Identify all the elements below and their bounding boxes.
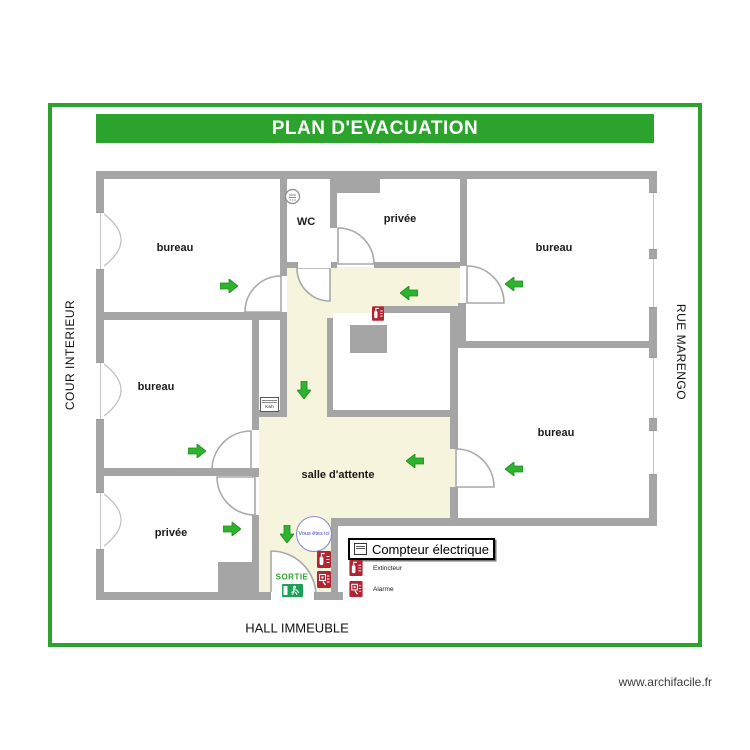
wall-waiting-right-upper bbox=[450, 417, 458, 449]
legend-meter-box: Compteur électrique bbox=[348, 538, 495, 560]
wall-corridor-right bbox=[327, 318, 333, 412]
wall-closet-bottom bbox=[252, 410, 287, 417]
waiting-room-floor bbox=[259, 417, 455, 518]
evac-arrow-down-icon bbox=[297, 381, 311, 399]
legend-meter-label: Compteur électrique bbox=[371, 541, 489, 557]
wall-inner-room-bottom bbox=[327, 410, 458, 417]
wall-mid-vertical-a bbox=[252, 320, 259, 430]
window-right-4 bbox=[649, 430, 657, 475]
window-right-3 bbox=[649, 357, 657, 419]
legend-alarm-row: Alarme bbox=[347, 581, 394, 597]
room-label-bureau-mid-left: bureau bbox=[137, 381, 175, 393]
door-wc bbox=[296, 267, 331, 302]
alarm-icon bbox=[317, 571, 331, 588]
wall-inner-room-right bbox=[450, 313, 458, 417]
extinguisher-icon bbox=[372, 306, 384, 321]
wall-bureau-tr-left bbox=[460, 171, 467, 266]
door-bureau-bottom-right bbox=[455, 448, 495, 488]
window-left-3 bbox=[96, 492, 104, 550]
wall-divider-right bbox=[458, 341, 657, 348]
door-privee-bottom bbox=[216, 476, 256, 516]
wall-wc-right bbox=[330, 171, 337, 228]
wall-block-top bbox=[335, 173, 380, 193]
door-privee-top bbox=[337, 227, 375, 265]
wall-privee-top-bottom bbox=[374, 262, 460, 268]
room-label-bureau-bottom-right: bureau bbox=[537, 427, 575, 439]
evac-arrow-left-icon bbox=[505, 462, 523, 476]
you-are-here-label: Vous êtes ici bbox=[298, 531, 330, 537]
window-left-1 bbox=[96, 212, 104, 270]
wall-outer-bottom-right bbox=[333, 518, 657, 526]
exit-sign-icon bbox=[282, 584, 303, 597]
corridor-floor-mid bbox=[287, 313, 333, 417]
alarm-icon bbox=[349, 581, 363, 597]
wall-waiting-right-lower bbox=[450, 487, 458, 526]
you-are-here-marker: Vous êtes ici bbox=[296, 516, 332, 552]
extinguisher-icon bbox=[317, 551, 331, 568]
wall-wc-left bbox=[280, 171, 287, 276]
plan-frame bbox=[48, 103, 702, 647]
label-cour-interieur: COUR INTERIEUR bbox=[63, 299, 77, 411]
window-swing-1 bbox=[103, 213, 122, 267]
wall-outer-right bbox=[649, 171, 657, 526]
wall-mid-vertical-c bbox=[252, 515, 259, 600]
door-bureau-mid-left bbox=[211, 430, 252, 471]
room-label-privee-bottom-left: privée bbox=[154, 527, 188, 539]
window-swing-3 bbox=[103, 493, 122, 547]
wall-corridor-strip-bottom bbox=[383, 306, 460, 313]
meter-line bbox=[262, 402, 277, 403]
room-label-wc: WC bbox=[296, 216, 316, 228]
extinguisher-icon bbox=[349, 560, 363, 576]
room-label-bureau-top-right: bureau bbox=[535, 242, 573, 254]
room-label-privee-top: privée bbox=[383, 213, 417, 225]
legend-extinguisher-label: Extincteur bbox=[373, 564, 402, 572]
label-rue-marengo: RUE MARENGO bbox=[674, 303, 688, 401]
legend-meter-icon bbox=[354, 543, 367, 555]
wc-door-opening bbox=[297, 262, 332, 268]
room-label-bureau-top-left: bureau bbox=[156, 242, 194, 254]
evac-arrow-left-icon bbox=[505, 277, 523, 291]
wall-divider-1 bbox=[96, 312, 287, 320]
wall-divider-2 bbox=[96, 468, 259, 476]
electric-meter-icon: Kwh bbox=[260, 397, 279, 412]
wall-exit-right bbox=[331, 518, 338, 600]
legend-extinguisher-row: Extincteur bbox=[347, 560, 402, 576]
wall-block-inner bbox=[350, 325, 387, 353]
wall-bureau-tr-left-lower bbox=[458, 303, 466, 348]
meter-label: Kwh bbox=[265, 404, 274, 409]
door-bureau-top-left bbox=[244, 275, 282, 313]
wc-fixture-icon bbox=[284, 188, 301, 205]
meter-line bbox=[356, 545, 365, 547]
evac-arrow-right-icon bbox=[223, 522, 241, 536]
archifacile-watermark: www.archifacile.fr bbox=[618, 675, 712, 689]
page-title: PLAN D'EVACUATION bbox=[271, 117, 479, 139]
window-left-2 bbox=[96, 362, 104, 420]
evac-arrow-right-icon bbox=[188, 444, 206, 458]
evac-arrow-left-icon bbox=[406, 454, 424, 468]
window-swing-2 bbox=[103, 363, 122, 417]
wall-block-privee bbox=[218, 562, 252, 598]
label-hall-immeuble: HALL IMMEUBLE bbox=[245, 620, 349, 636]
evac-arrow-down-icon bbox=[280, 525, 294, 543]
wall-corridor-left bbox=[280, 312, 287, 417]
legend-alarm-label: Alarme bbox=[373, 585, 394, 593]
title-banner: PLAN D'EVACUATION bbox=[96, 114, 654, 143]
door-bureau-top-right bbox=[466, 265, 505, 304]
room-label-salle-attente: salle d'attente bbox=[301, 469, 375, 481]
exit-label: SORTIE bbox=[275, 572, 309, 582]
window-right-1 bbox=[649, 192, 657, 250]
window-right-2 bbox=[649, 258, 657, 308]
evac-arrow-left-icon bbox=[400, 286, 418, 300]
meter-line bbox=[262, 399, 277, 401]
meter-line bbox=[356, 548, 365, 549]
evac-arrow-right-icon bbox=[220, 279, 238, 293]
